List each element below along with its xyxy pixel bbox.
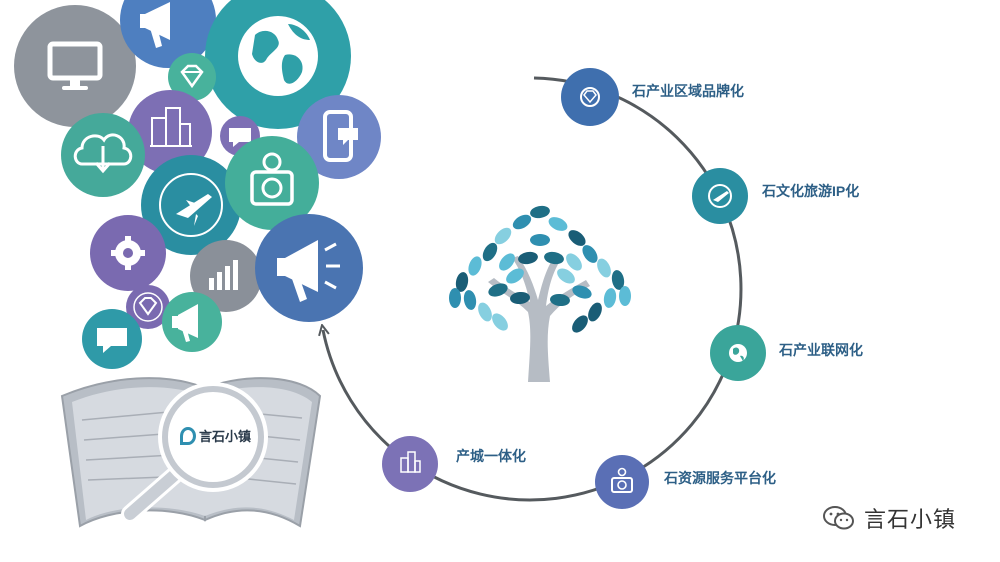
tree-leaf bbox=[488, 283, 508, 297]
step-node-1 bbox=[561, 68, 619, 126]
logo-mark-icon bbox=[180, 426, 196, 445]
step-label-4: 石资源服务平台化 bbox=[664, 470, 776, 486]
diamond-icon bbox=[168, 53, 216, 101]
tree-leaf bbox=[588, 302, 602, 322]
tree-leaf bbox=[494, 227, 512, 245]
globe-icon bbox=[729, 344, 747, 362]
tree-leaf bbox=[566, 253, 582, 271]
logo-text: 言石小镇 bbox=[199, 429, 252, 444]
monitor-icon bbox=[14, 5, 136, 127]
cycle-step-5 bbox=[382, 436, 438, 492]
tree-leaf bbox=[572, 285, 592, 299]
tree-leaf bbox=[550, 293, 570, 307]
step-label-3: 石产业联网化 bbox=[779, 342, 863, 358]
tree-leaf bbox=[510, 291, 530, 305]
airplane-icon bbox=[708, 184, 732, 208]
step-label-5: 产城一体化 bbox=[456, 448, 526, 464]
camera-icon bbox=[611, 467, 633, 493]
tree-leaf bbox=[530, 205, 550, 219]
step-node-4 bbox=[595, 455, 649, 509]
tree-leaf bbox=[548, 217, 568, 231]
tree-leaf bbox=[449, 288, 461, 308]
wechat-icon bbox=[823, 506, 854, 530]
tree-leaf bbox=[478, 302, 492, 322]
buildings-icon bbox=[128, 90, 212, 174]
step-node-5 bbox=[382, 436, 438, 492]
tree-leaf bbox=[506, 268, 524, 284]
airplane-icon bbox=[141, 155, 241, 255]
tree-leaf bbox=[611, 270, 625, 290]
buildings-icon bbox=[400, 451, 421, 473]
camera-icon bbox=[225, 136, 319, 230]
logo: 言石小镇 bbox=[180, 426, 251, 445]
cycle-step-4 bbox=[595, 455, 649, 509]
gear-icon bbox=[90, 215, 166, 291]
tree-leaf bbox=[463, 290, 477, 310]
cycle-step-1 bbox=[561, 68, 619, 126]
watermark-text: 言石小镇 bbox=[864, 507, 957, 532]
tree-leaf bbox=[530, 234, 550, 246]
chat-bubble-icon bbox=[82, 309, 142, 369]
step-label-1: 石产业区域品牌化 bbox=[632, 83, 744, 99]
smartphone-icon bbox=[297, 95, 381, 179]
watermark: 言石小镇 bbox=[822, 502, 956, 534]
tree-leaf bbox=[572, 315, 588, 333]
globe-icon bbox=[205, 0, 351, 129]
megaphone-small-icon bbox=[162, 292, 222, 352]
icon-bubble-cluster bbox=[14, 0, 381, 369]
cycle-step-2 bbox=[692, 168, 748, 224]
cloud-download-icon bbox=[61, 113, 145, 197]
tree-leaf bbox=[603, 288, 617, 308]
bar-chart-icon bbox=[190, 240, 262, 312]
diamond-small-icon bbox=[126, 285, 170, 329]
diamond-icon bbox=[580, 87, 600, 107]
tree-leaf bbox=[482, 242, 498, 262]
tree-leaf bbox=[468, 256, 482, 276]
step-label-2: 石文化旅游IP化 bbox=[762, 183, 860, 199]
tree-leaf bbox=[582, 245, 598, 263]
tree-leaf bbox=[619, 286, 631, 306]
tree-leaf bbox=[492, 313, 508, 331]
tree-leaf bbox=[499, 253, 515, 271]
tree-leaf bbox=[455, 272, 469, 292]
tree-illustration bbox=[449, 205, 631, 382]
tree-leaf bbox=[557, 268, 575, 284]
megaphone-large-icon bbox=[255, 214, 363, 322]
tree-leaf bbox=[518, 251, 538, 265]
cycle-step-3 bbox=[710, 325, 766, 381]
megaphone-icon bbox=[120, 0, 216, 68]
tree-leaf bbox=[597, 258, 611, 278]
tree-leaf bbox=[512, 214, 532, 230]
tree-leaf bbox=[544, 251, 564, 265]
book-illustration bbox=[60, 377, 322, 528]
tree-leaf bbox=[568, 230, 586, 246]
